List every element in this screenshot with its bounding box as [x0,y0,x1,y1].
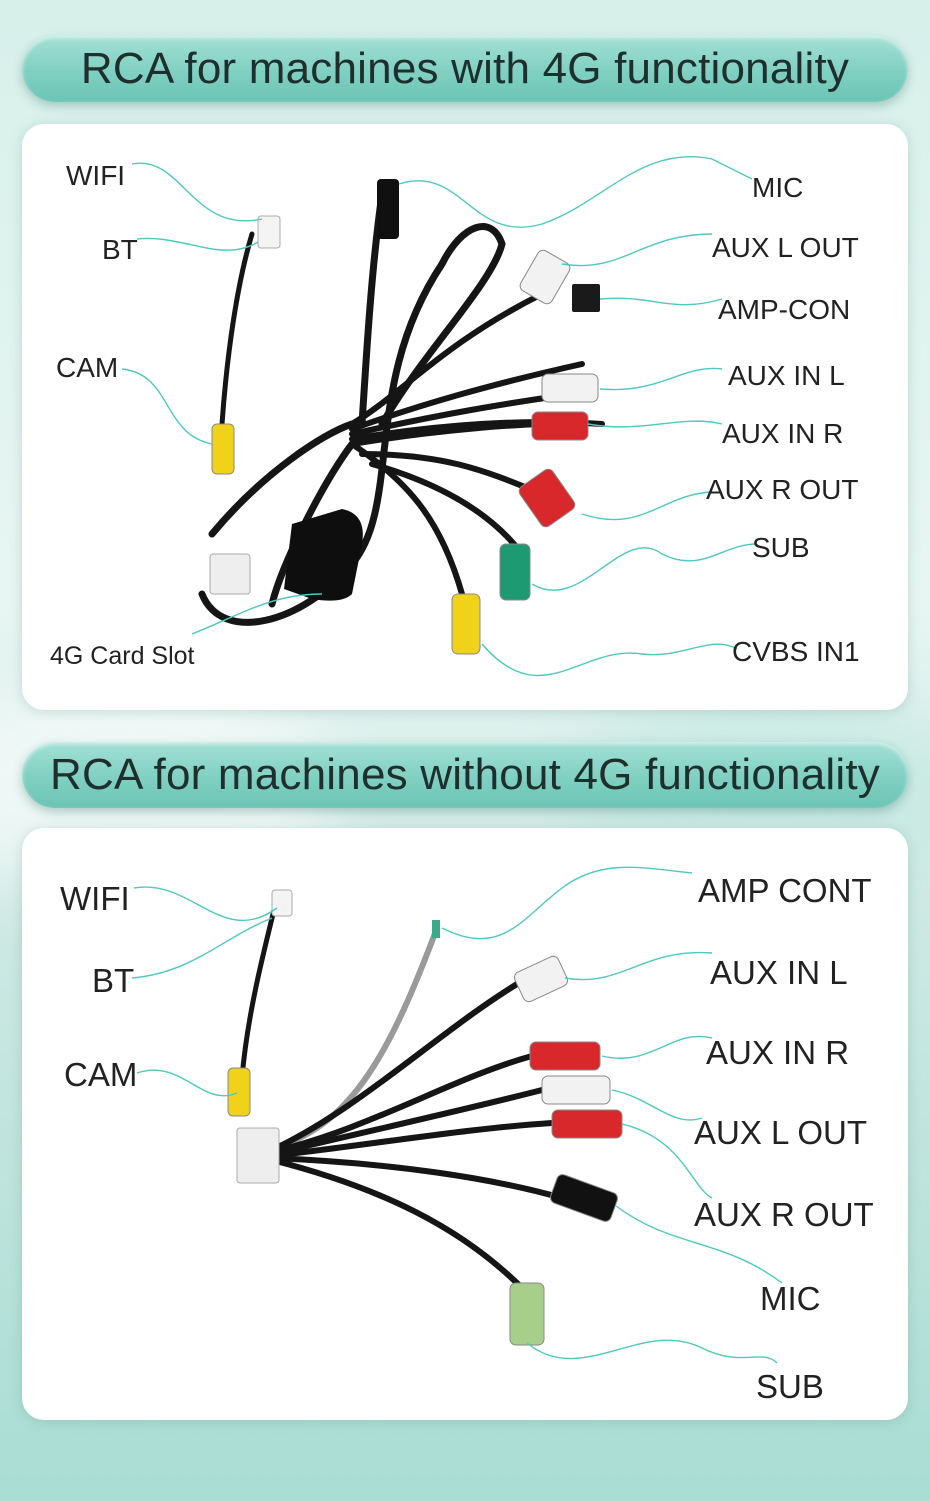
s2-label-sub: SUB [756,1368,824,1405]
section2-leader-lines [131,866,783,1364]
s1-label-aux-in-r: AUX IN R [722,418,844,449]
amp-con-connector [572,284,600,312]
s2-label-amp-cont: AMP CONT [698,872,872,909]
wifi-bt-connector [257,215,281,249]
sub-plug-2 [509,1282,545,1346]
sub-plug [499,543,531,601]
mic-jack-2 [549,1174,619,1222]
aux-in-r-plug [531,411,589,441]
aux-r-out-plug [518,468,576,528]
section1-diagram-panel: WIFI BT CAM 4G Card Slot MIC AUX L OUT A… [22,124,908,710]
wifi-bt-connector-2 [271,889,293,917]
section2-title-banner: RCA for machines without 4G functionalit… [22,742,908,808]
s1-label-bt: BT [102,234,138,265]
s1-label-aux-r-out: AUX R OUT [706,474,859,505]
s2-label-wifi: WIFI [60,880,130,917]
main-harness-connector [209,553,251,595]
s2-label-aux-in-r: AUX IN R [706,1034,850,1071]
s2-label-aux-r-out: AUX R OUT [694,1196,874,1233]
section1-rca-plugs [211,249,599,655]
main-harness-connector-2 [236,1127,280,1184]
section2-wiring-diagram [131,866,783,1364]
s1-label-cam: CAM [56,352,119,383]
s2-label-bt: BT [92,962,135,999]
mic-jack [377,179,399,239]
section1-title-banner: RCA for machines with 4G functionality [22,36,908,102]
aux-in-r-plug-2 [529,1041,601,1071]
section2-title: RCA for machines without 4G functionalit… [50,750,880,799]
cam-rca-plug [211,423,235,475]
s2-label-mic: MIC [760,1280,821,1317]
s1-label-4g-card-slot: 4G Card Slot [50,642,195,670]
s1-label-aux-l-out: AUX L OUT [712,232,859,263]
cam-rca-plug-2 [227,1067,251,1117]
aux-r-out-plug-2 [551,1109,623,1139]
s1-label-amp-con: AMP-CON [718,294,851,325]
s2-label-aux-in-l: AUX IN L [710,954,848,991]
aux-in-l-plug [541,373,599,403]
s1-label-mic: MIC [752,172,804,203]
4g-card-slot-box [284,509,363,601]
aux-l-out-plug [519,249,571,305]
amp-cont-wire-end [432,920,440,938]
s1-label-wifi: WIFI [66,160,126,191]
s1-label-aux-in-l: AUX IN L [728,360,845,391]
aux-in-l-plug-2 [513,955,569,1003]
section2-cable-bundle [239,895,565,1291]
aux-l-out-plug-2 [541,1075,611,1105]
section1-title: RCA for machines with 4G functionality [80,44,850,93]
s1-label-cvbs-in1: CVBS IN1 [732,636,860,667]
cvbs-in1-plug [451,593,481,655]
section1-leader-lines [121,156,758,677]
section2-diagram-panel: WIFI BT CAM AMP CONT AUX IN L AUX IN R A… [22,828,908,1420]
s1-label-sub: SUB [752,532,810,563]
section1-wiring-diagram [121,156,758,677]
section2-rca-plugs [227,920,623,1346]
s2-label-aux-l-out: AUX L OUT [694,1114,867,1151]
s2-label-cam: CAM [64,1056,138,1093]
